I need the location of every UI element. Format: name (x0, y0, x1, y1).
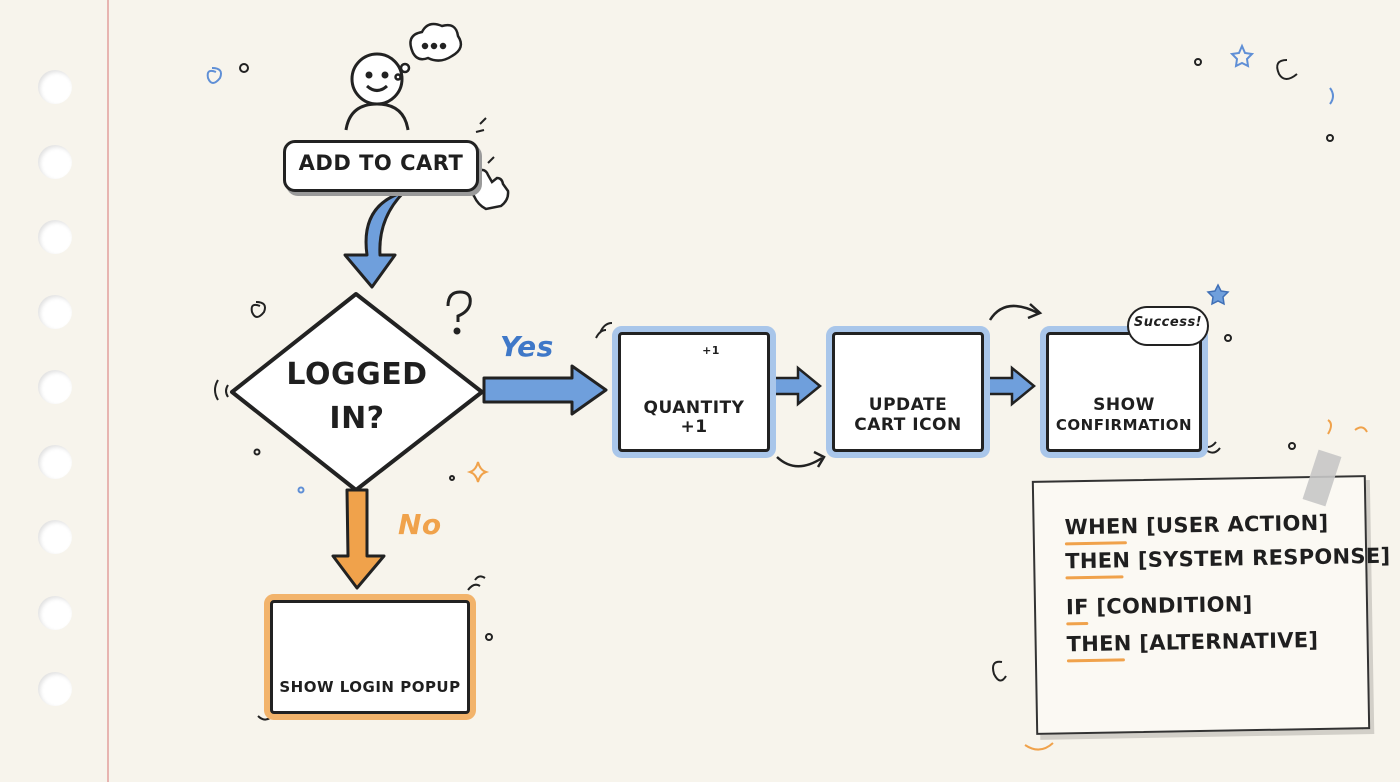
thought-bubble-icon (394, 22, 463, 81)
update-cart-step-box (832, 332, 984, 452)
note-text-system-response: [SYSTEM RESPONSE] (1137, 543, 1391, 573)
arrow-down-blue (343, 190, 406, 289)
quantity-badge: +1 (702, 344, 720, 357)
update-cart-label-line2: CART ICON (854, 415, 962, 435)
show-confirmation-step-box (1046, 332, 1202, 452)
binder-hole (38, 445, 72, 479)
decision-diamond (230, 292, 484, 492)
quantity-step-box (618, 332, 770, 452)
note-text-alternative: [ALTERNATIVE] (1139, 627, 1319, 656)
update-cart-label-line1: UPDATE (868, 395, 948, 415)
arrow-no (331, 488, 386, 590)
binder-hole (38, 596, 72, 630)
quantity-label-line1: QUANTITY (643, 398, 745, 418)
note-underline (1066, 658, 1125, 663)
note-key-if: IF (1065, 594, 1089, 620)
arrow-step1-step2 (766, 365, 822, 407)
success-speech-bubble (1127, 306, 1209, 346)
arrow-step2-step3 (980, 365, 1036, 407)
show-login-popup-box (270, 600, 470, 714)
decision-label-line2: IN? (329, 401, 385, 436)
curve-arrow-small (776, 303, 1043, 468)
success-bubble-label: Success! (1133, 315, 1203, 330)
binder-hole (38, 520, 72, 554)
note-text-user-action: [USER ACTION] (1145, 510, 1329, 538)
arrow-yes (482, 364, 608, 416)
show-confirmation-label-line2: CONFIRMATION (1055, 416, 1193, 434)
note-key-then: THEN (1065, 548, 1131, 574)
note-underline (1064, 541, 1127, 546)
note-line-when: WHEN [USER ACTION] (1064, 511, 1328, 540)
note-line-then-alt: THEN [ALTERNATIVE] (1066, 628, 1318, 656)
note-underline (1065, 575, 1124, 580)
sparkle-icon (466, 461, 490, 483)
no-label: No (398, 508, 442, 541)
binder-hole (38, 295, 72, 329)
binder-hole (38, 672, 72, 706)
doodle-squiggles (206, 58, 1368, 751)
note-underline (1066, 621, 1089, 626)
person-icon (344, 52, 410, 131)
binder-hole (38, 70, 72, 104)
question-mark-icon (446, 290, 472, 335)
show-confirmation-label-line1: SHOW (1093, 395, 1155, 415)
star-icon (1206, 283, 1230, 306)
star-icon (1229, 43, 1255, 68)
note-key-then-alt: THEN (1066, 631, 1132, 657)
decision-label-line1: LOGGED (286, 357, 428, 392)
add-to-cart-step (283, 140, 479, 192)
show-login-popup-label: SHOW LOGIN POPUP (279, 678, 461, 696)
sticky-note: WHEN [USER ACTION] THEN [SYSTEM RESPONSE… (1031, 475, 1391, 735)
yes-label: Yes (500, 330, 554, 363)
note-line-if: IF [CONDITION] (1066, 592, 1253, 619)
margin-line (107, 0, 109, 782)
note-line-then: THEN [SYSTEM RESPONSE] (1065, 544, 1391, 574)
binder-hole (38, 145, 72, 179)
add-to-cart-label: ADD TO CART (298, 151, 464, 175)
binder-hole (38, 220, 72, 254)
binder-hole (38, 370, 72, 404)
note-text-condition: [CONDITION] (1096, 592, 1253, 619)
note-key-when: WHEN (1064, 514, 1139, 540)
quantity-label-line2: +1 (680, 417, 708, 437)
